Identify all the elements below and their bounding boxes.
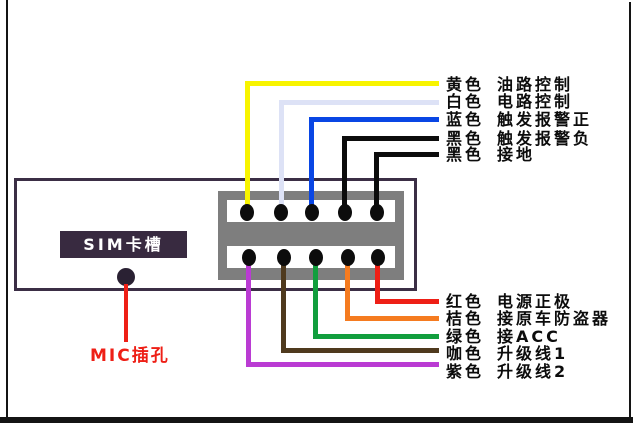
mic-lead-line (124, 284, 128, 342)
device-outline (14, 178, 417, 291)
orange-wire-horizontal (345, 316, 439, 321)
pin-top-1 (240, 204, 254, 221)
wire-color-name: 红色 (446, 292, 485, 311)
pin-top-4 (338, 204, 352, 221)
white-wire-horizontal (279, 100, 439, 105)
pin-top-3 (305, 204, 319, 221)
yellow-wire-horizontal (245, 81, 439, 86)
mic-label: MIC插孔 (90, 346, 170, 366)
pin-bottom-4 (341, 249, 355, 266)
wire-color-name: 黑色 (446, 145, 485, 164)
wire-function: 接ACC (497, 327, 561, 346)
label-row-white: 白色 电路控制 (446, 93, 573, 111)
brown-wire-vertical (281, 257, 286, 353)
pin-bottom-5 (371, 249, 385, 266)
label-row-green: 绿色 接ACC (446, 328, 561, 346)
pin-bottom-2 (277, 249, 291, 266)
frame-right (629, 2, 631, 417)
label-row-brown: 咖色 升级线1 (446, 345, 568, 363)
wire-function: 触发报警负 (497, 129, 593, 148)
wire-function: 接地 (497, 145, 536, 164)
wire-function: 电路控制 (497, 92, 574, 111)
sim-slot-label: SIM卡槽 (60, 231, 187, 258)
blue-wire-horizontal (309, 117, 439, 122)
label-row-yellow: 黄色 油路控制 (446, 76, 573, 94)
wire-function: 升级线1 (497, 344, 569, 363)
black-wire-1-horizontal (342, 136, 439, 141)
purple-wire-horizontal (246, 362, 439, 367)
frame-bottom (0, 417, 633, 423)
wire-function: 升级线2 (497, 362, 569, 381)
brown-wire-horizontal (281, 348, 439, 353)
label-row-blue: 蓝色 触发报警正 (446, 111, 592, 129)
wire-function: 电源正极 (497, 292, 574, 311)
black-wire-1-vertical (342, 136, 347, 212)
yellow-wire-vertical (245, 81, 250, 212)
label-row-black-1: 黑色 触发报警负 (446, 130, 592, 148)
wire-color-name: 黄色 (446, 75, 485, 94)
label-row-red: 红色 电源正极 (446, 293, 573, 311)
purple-wire-vertical (246, 257, 251, 367)
label-row-purple: 紫色 升级线2 (446, 363, 568, 381)
wire-function: 接原车防盗器 (497, 309, 612, 328)
wire-color-name: 咖色 (446, 344, 485, 363)
red-wire-horizontal (375, 299, 439, 304)
frame-left (6, 0, 8, 417)
wire-function: 油路控制 (497, 75, 574, 94)
white-wire-vertical (279, 100, 284, 212)
mic-hole (117, 268, 135, 286)
wire-color-name: 紫色 (446, 362, 485, 381)
wire-color-name: 黑色 (446, 129, 485, 148)
green-wire-horizontal (313, 334, 439, 339)
wire-function: 触发报警正 (497, 110, 593, 129)
pin-top-2 (274, 204, 288, 221)
pin-top-5 (370, 204, 384, 221)
orange-wire-vertical (345, 257, 350, 321)
green-wire-vertical (313, 257, 318, 339)
label-row-orange: 桔色 接原车防盗器 (446, 310, 611, 328)
label-row-black-2: 黑色 接地 (446, 146, 535, 164)
wire-color-name: 白色 (446, 92, 485, 111)
wire-color-name: 桔色 (446, 309, 485, 328)
black-wire-2-vertical (374, 152, 379, 212)
pin-bottom-1 (242, 249, 256, 266)
red-wire-vertical (375, 257, 380, 304)
wire-color-name: 蓝色 (446, 110, 485, 129)
pin-bottom-3 (309, 249, 323, 266)
blue-wire-vertical (309, 117, 314, 212)
wire-color-name: 绿色 (446, 327, 485, 346)
black-wire-2-horizontal (374, 152, 439, 157)
